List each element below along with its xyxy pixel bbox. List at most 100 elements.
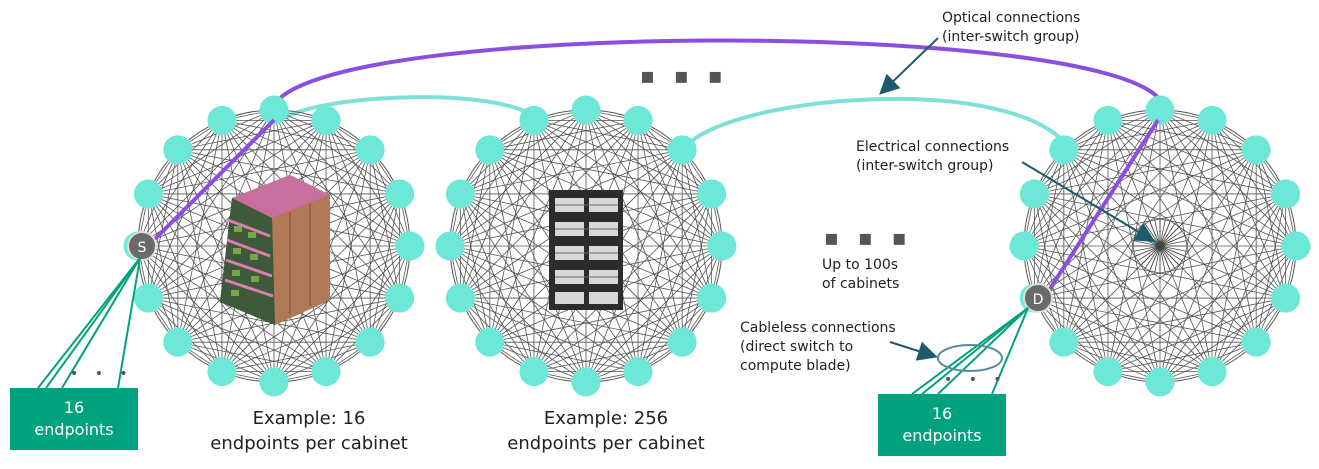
electrical-link-group2-group3 xyxy=(681,96,1072,152)
radial-spoke xyxy=(1159,245,1176,270)
switch-node xyxy=(311,357,341,387)
more-groups-ellipsis: ▪ ▪ ▪ xyxy=(640,64,729,89)
switch-node xyxy=(623,357,653,387)
radial-spoke xyxy=(1159,245,1166,274)
optical-connections-label: Optical connections (inter-switch group) xyxy=(942,10,1081,45)
mesh-link xyxy=(449,120,535,247)
mesh-link xyxy=(637,245,723,372)
mesh-link xyxy=(1159,109,1286,195)
switch-node xyxy=(207,105,237,135)
switch-node xyxy=(355,327,385,357)
mesh-link xyxy=(1033,120,1109,299)
switch-node xyxy=(707,231,737,261)
switch-node xyxy=(667,135,697,165)
mesh-link xyxy=(1211,120,1297,247)
radial-spoke xyxy=(1159,225,1181,247)
radial-spoke xyxy=(1136,245,1161,262)
more-cabinets-ellipsis: ▪ ▪ ▪ xyxy=(824,226,913,251)
mesh-link xyxy=(1033,193,1109,372)
mesh-link xyxy=(533,119,683,151)
switch-node xyxy=(1271,179,1301,209)
mesh-link xyxy=(460,109,587,195)
mesh-link xyxy=(325,120,411,247)
mesh-link xyxy=(1107,119,1257,151)
mesh-link xyxy=(1063,119,1213,151)
switch-node xyxy=(133,283,163,313)
mesh-link xyxy=(585,297,712,383)
mesh-link xyxy=(148,109,275,195)
mesh-link xyxy=(325,245,411,372)
switch-node xyxy=(1009,231,1039,261)
mesh-link xyxy=(177,341,327,373)
radial-spoke xyxy=(1159,218,1166,247)
mesh-link xyxy=(585,109,712,195)
cableless-ellipse xyxy=(937,344,1003,372)
mesh-link xyxy=(460,297,587,383)
mesh-link xyxy=(1023,120,1109,247)
electrical-connections-label: Electrical connections (inter-switch gro… xyxy=(856,139,1010,174)
electrical-arrow xyxy=(1021,161,1156,243)
radial-spoke xyxy=(1159,245,1172,273)
radial-spoke xyxy=(1159,245,1184,262)
mesh-link xyxy=(1107,120,1297,247)
switch-node xyxy=(1197,105,1227,135)
switch-node xyxy=(667,327,697,357)
source-node-label: S xyxy=(138,240,147,256)
switch-node xyxy=(1241,327,1271,357)
mesh-link xyxy=(177,120,223,343)
mesh-link xyxy=(177,149,223,372)
radial-spoke xyxy=(1154,245,1161,274)
switch-node xyxy=(475,327,505,357)
cabinet-image-left xyxy=(220,175,330,325)
mesh-link xyxy=(137,120,223,247)
switch-node xyxy=(355,135,385,165)
mesh-link xyxy=(1023,245,1109,372)
switch-node xyxy=(697,179,727,209)
switch-node xyxy=(1093,105,1123,135)
mesh-link xyxy=(449,245,535,372)
optical-link-right xyxy=(1046,118,1160,294)
switch-node xyxy=(385,283,415,313)
mesh-link xyxy=(459,149,491,299)
mesh-link xyxy=(273,297,400,383)
mesh-link xyxy=(489,341,639,373)
mesh-link xyxy=(273,109,400,195)
mesh-link xyxy=(1063,341,1213,373)
switch-node xyxy=(133,179,163,209)
endpoints-box-left: 16 endpoints xyxy=(10,388,138,450)
mesh-link xyxy=(137,245,327,372)
mesh-link xyxy=(1063,149,1161,383)
mesh-link xyxy=(1034,297,1161,383)
mesh-link xyxy=(147,149,179,299)
cableless-connections-label: Cableless connections (direct switch to … xyxy=(740,320,896,374)
switch-node xyxy=(475,135,505,165)
mesh-link xyxy=(533,120,723,247)
radial-spoke xyxy=(1154,218,1161,247)
mesh-link xyxy=(177,119,327,151)
switch-node xyxy=(1019,179,1049,209)
group-left-caption: Example: 16 endpoints per cabinet xyxy=(210,408,408,454)
switch-node xyxy=(1241,135,1271,165)
optical-link-top xyxy=(273,38,1162,106)
mesh-link xyxy=(1063,149,1297,247)
destination-node-label: D xyxy=(1033,292,1044,308)
mesh-link xyxy=(1107,341,1257,373)
switch-node xyxy=(519,105,549,135)
mesh-link xyxy=(221,341,371,373)
mesh-link xyxy=(449,245,639,372)
mesh-link xyxy=(533,341,683,373)
radial-spoke xyxy=(1132,245,1161,252)
mesh-link xyxy=(533,119,712,195)
radial-spoke xyxy=(1144,245,1161,270)
switch-node xyxy=(445,179,475,209)
mesh-link xyxy=(489,120,535,343)
mesh-link xyxy=(681,193,713,343)
cabinets-count-label: Up to 100s of cabinets xyxy=(822,257,900,292)
switch-node xyxy=(571,367,601,397)
more-endpoints-right-ellipsis: • • • xyxy=(944,372,1008,388)
mesh-link xyxy=(221,119,371,151)
switch-node xyxy=(207,357,237,387)
mesh-link xyxy=(1033,149,1065,299)
radial-spoke xyxy=(1159,219,1172,247)
